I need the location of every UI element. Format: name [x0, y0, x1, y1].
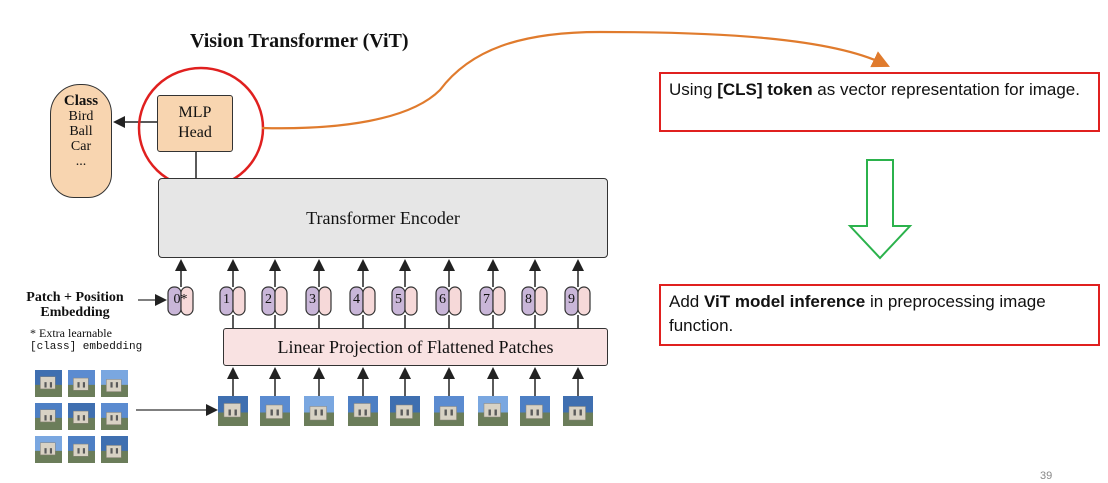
linear-projection-box: Linear Projection of Flattened Patches — [223, 328, 608, 366]
class-title: Class — [63, 93, 99, 109]
image-patch-icon — [101, 370, 128, 397]
image-patch-icon — [101, 436, 128, 463]
token-index-label: 3 — [309, 292, 316, 307]
token-to-encoder-arrows — [175, 259, 584, 287]
image-patch-icon — [35, 403, 62, 430]
class-item: Ball — [69, 124, 93, 139]
token-pills — [167, 286, 591, 316]
patch-embedding-pill — [577, 286, 591, 316]
patch-embedding-pill — [274, 286, 288, 316]
patch-to-projection-lines — [227, 367, 584, 396]
image-patch-icon — [218, 396, 248, 426]
image-patch-icon — [260, 396, 290, 426]
patch-embedding-pill — [448, 286, 462, 316]
token-index-label: 8 — [525, 292, 532, 307]
hollow-down-arrow-icon — [847, 159, 913, 260]
patch-embedding-pill — [318, 286, 332, 316]
class-output-box: Class Bird Ball Car ... — [50, 84, 112, 198]
token-index-label: 0* — [173, 292, 188, 307]
image-patch-icon — [563, 396, 593, 426]
token-index-label: 6 — [439, 292, 446, 307]
image-patch-icon — [434, 396, 464, 426]
image-patch-icon — [520, 396, 550, 426]
callout-text: in preprocessing image function. — [669, 292, 1046, 335]
callout-bold-text: ViT model inference — [703, 292, 866, 311]
image-patch-icon — [35, 370, 62, 397]
mlp-head-line2: Head — [178, 124, 212, 141]
class-item: ... — [75, 154, 87, 169]
image-patch-icon — [68, 370, 95, 397]
image-patch-icon — [348, 396, 378, 426]
callout-text: as vector representation for image. — [812, 80, 1080, 99]
flattened-patches — [218, 396, 593, 426]
image-patch-icon — [35, 436, 62, 463]
transformer-encoder-box: Transformer Encoder — [158, 178, 608, 258]
callout-bold-text: [CLS] token — [717, 80, 813, 99]
token-index-label: 7 — [483, 292, 490, 307]
patch-embedding-pill — [404, 286, 418, 316]
page-number: 39 — [1040, 470, 1053, 482]
patch-embedding-pill — [180, 286, 194, 316]
patch-position-line2: Embedding — [40, 305, 110, 320]
token-index-label: 2 — [265, 292, 272, 307]
diagram-title: Vision Transformer (ViT) — [190, 30, 409, 52]
image-patch-icon — [390, 396, 420, 426]
callout-text: Using — [669, 80, 718, 99]
source-image-grid — [35, 370, 128, 463]
projection-to-token-lines — [232, 315, 579, 328]
patch-position-label: Patch + Position Embedding — [10, 290, 140, 320]
image-patch-icon — [68, 403, 95, 430]
extra-label-line1: * Extra learnable — [30, 326, 112, 340]
class-item: Car — [70, 139, 92, 154]
cls-token-callout: Using [CLS] token as vector representati… — [659, 72, 1100, 132]
token-index-label: 9 — [568, 292, 575, 307]
vit-inference-callout: Add ViT model inference in preprocessing… — [659, 284, 1100, 346]
image-patch-icon — [478, 396, 508, 426]
patch-embedding-pill — [232, 286, 246, 316]
image-patch-icon — [101, 403, 128, 430]
extra-learnable-label: * Extra learnable [class] embedding — [30, 326, 142, 354]
patch-position-line1: Patch + Position — [26, 290, 124, 305]
patch-embedding-pill — [362, 286, 376, 316]
image-patch-icon — [304, 396, 334, 426]
patch-embedding-pill — [492, 286, 506, 316]
patch-embedding-pill — [534, 286, 548, 316]
extra-label-line2: [class] embedding — [30, 341, 143, 353]
mlp-head-line1: MLP — [178, 104, 212, 121]
token-index-label: 1 — [223, 292, 230, 307]
callout-text: Add — [669, 292, 704, 311]
mlp-head-box: MLP Head — [157, 95, 233, 152]
token-index-label: 4 — [353, 292, 360, 307]
token-index-label: 5 — [395, 292, 402, 307]
orange-curve-connector — [261, 30, 890, 130]
class-item: Bird — [68, 109, 94, 124]
image-patch-icon — [68, 436, 95, 463]
